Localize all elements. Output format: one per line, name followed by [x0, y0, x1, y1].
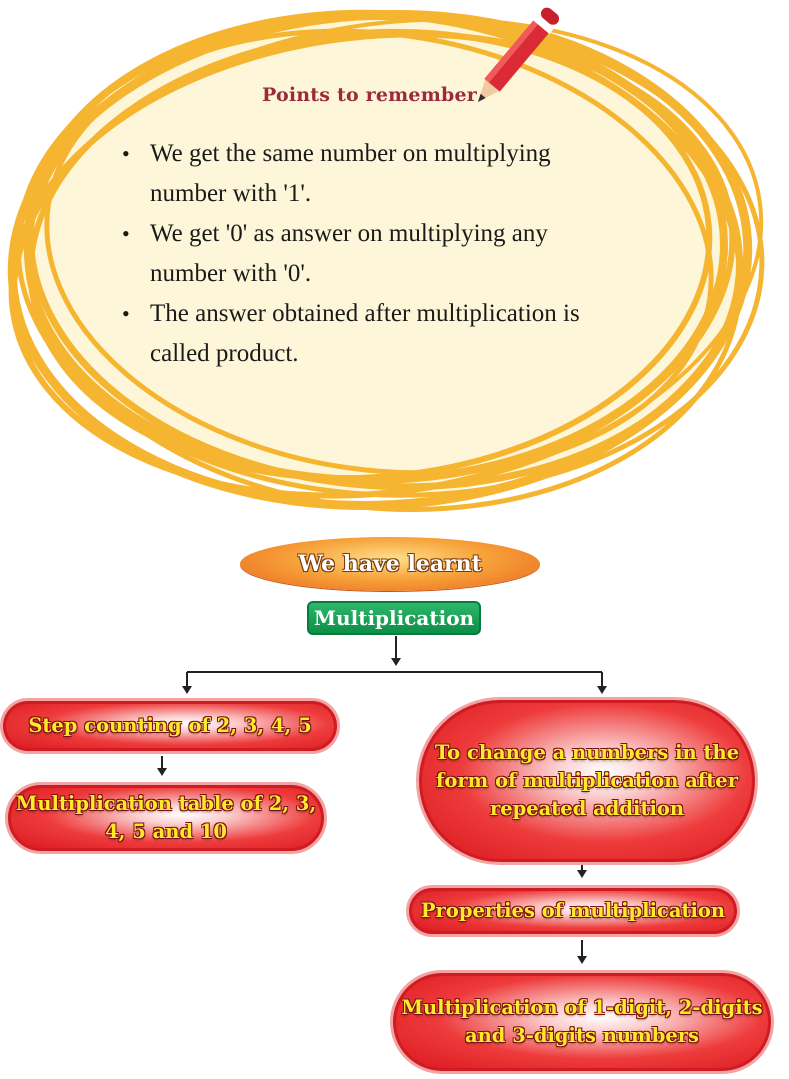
- repeated-addition-box: To change a numbers in the form of multi…: [416, 697, 758, 865]
- digit-multiplication-box: Multiplication of 1-digit, 2-digits and …: [390, 970, 774, 1074]
- point-item: We get the same number on multiplying nu…: [118, 134, 598, 214]
- topic-multiplication: Multiplication: [307, 601, 481, 635]
- multiplication-table-box: Multiplication table of 2, 3, 4, 5 and 1…: [5, 782, 327, 854]
- point-item: We get '0' as answer on multiplying any …: [118, 214, 598, 294]
- properties-box: Properties of multiplication: [406, 885, 740, 937]
- points-list: We get the same number on multiplying nu…: [118, 134, 598, 374]
- we-have-learnt-heading: We have learnt: [240, 537, 540, 591]
- points-to-remember-title: Points to remember: [262, 84, 478, 106]
- point-item: The answer obtained after multiplication…: [118, 294, 598, 374]
- step-counting-box: Step counting of 2, 3, 4, 5: [0, 698, 340, 754]
- pencil-icon: [478, 7, 560, 102]
- flow-connectors: [157, 636, 607, 964]
